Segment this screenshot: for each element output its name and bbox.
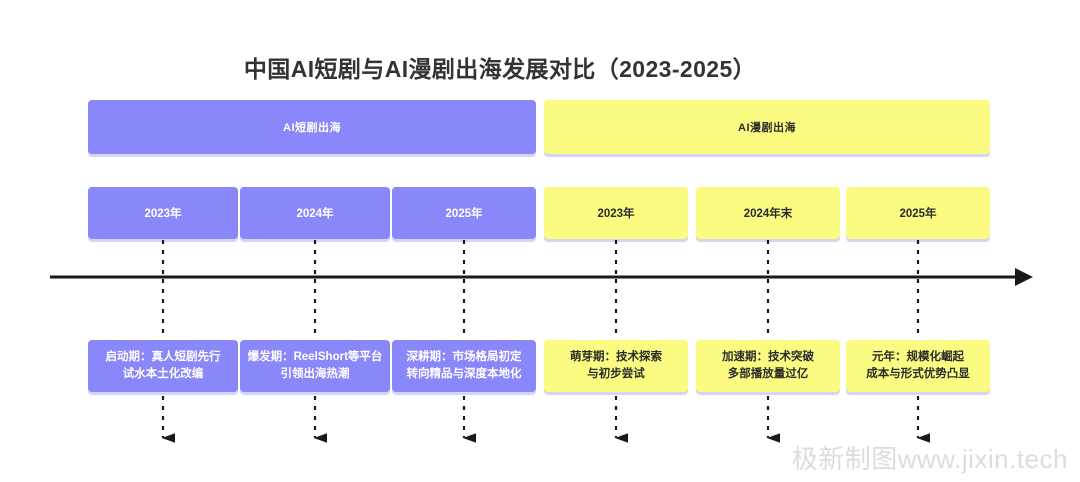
year-label: 2023年 xyxy=(597,208,635,220)
phase-line-1: 元年：规模化崛起 xyxy=(872,351,964,364)
phase-box-4: 萌芽期：技术探索 与初步尝试 xyxy=(544,340,688,392)
group-header-ai-short-drama: AI短剧出海 xyxy=(88,100,536,154)
phase-line-1: 加速期：技术突破 xyxy=(722,351,814,364)
phase-line-2: 引领出海热潮 xyxy=(280,368,350,380)
year-box-5: 2024年末 xyxy=(696,187,840,239)
phase-line-1: 深耕期：市场格局初定 xyxy=(406,351,522,364)
year-label: 2025年 xyxy=(899,208,937,220)
year-box-2: 2024年 xyxy=(240,187,390,239)
year-box-3: 2025年 xyxy=(392,187,536,239)
year-box-4: 2023年 xyxy=(544,187,688,239)
group-header-label: AI漫剧出海 xyxy=(738,122,796,134)
phase-box-1: 启动期：真人短剧先行 试水本土化改编 xyxy=(88,340,238,392)
phase-box-5: 加速期：技术突破 多部播放量过亿 xyxy=(696,340,840,392)
group-header-ai-comic-drama: AI漫剧出海 xyxy=(544,100,990,154)
watermark: 极新制图www.jixin.tech xyxy=(791,444,1068,474)
phase-box-2: 爆发期：ReelShort等平台 引领出海热潮 xyxy=(240,340,390,392)
phase-line-2: 转向精品与深度本地化 xyxy=(406,368,522,380)
year-label: 2024年 xyxy=(296,208,334,220)
phase-line-2: 多部播放量过亿 xyxy=(727,368,809,380)
phase-line-1: 萌芽期：技术探索 xyxy=(570,351,662,364)
phase-line-2: 试水本土化改编 xyxy=(122,368,204,380)
phase-line-1: 启动期：真人短剧先行 xyxy=(105,351,221,364)
year-label: 2023年 xyxy=(144,208,182,220)
year-label: 2025年 xyxy=(445,208,483,220)
year-box-1: 2023年 xyxy=(88,187,238,239)
year-label: 2024年末 xyxy=(743,208,793,220)
phase-box-3: 深耕期：市场格局初定 转向精品与深度本地化 xyxy=(392,340,536,392)
phase-line-2: 成本与形式优势凸显 xyxy=(866,368,970,380)
year-box-6: 2025年 xyxy=(846,187,990,239)
phase-line-1: 爆发期：ReelShort等平台 xyxy=(247,351,383,364)
phase-box-6: 元年：规模化崛起 成本与形式优势凸显 xyxy=(846,340,990,392)
phase-line-2: 与初步尝试 xyxy=(587,368,645,380)
page-title: 中国AI短剧与AI漫剧出海发展对比（2023-2025） xyxy=(243,56,757,82)
group-header-label: AI短剧出海 xyxy=(283,122,341,134)
